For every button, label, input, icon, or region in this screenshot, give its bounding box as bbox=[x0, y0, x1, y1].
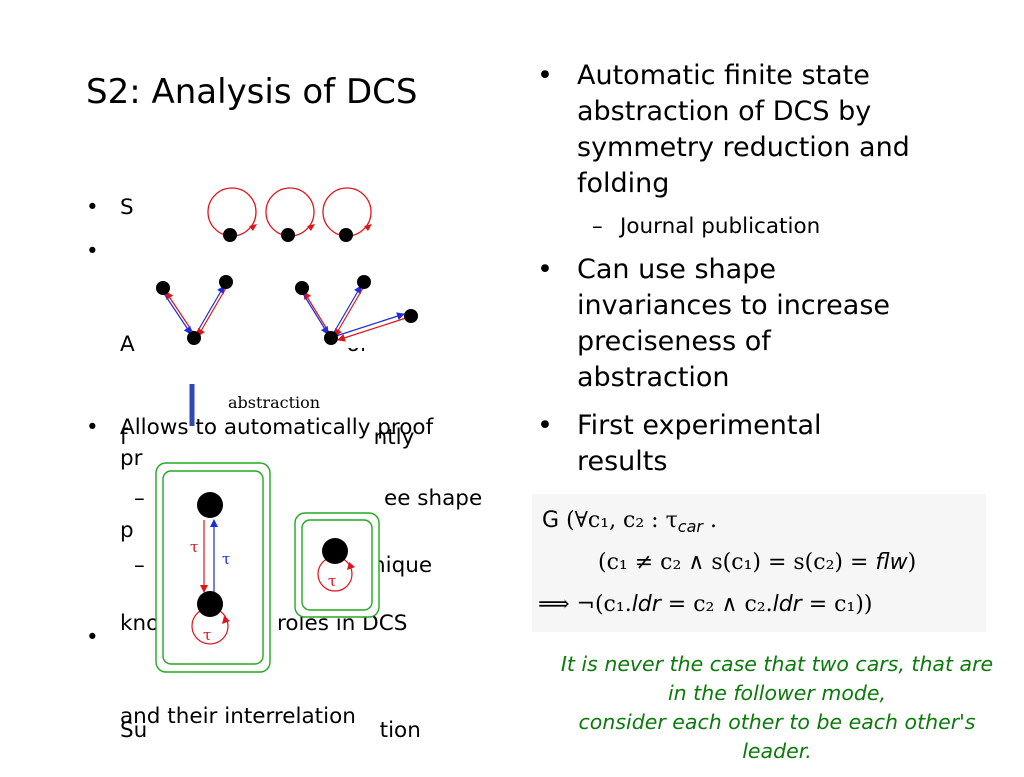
left-bullet-2-line: p bbox=[120, 518, 134, 543]
formula-ldr: ldr bbox=[631, 592, 661, 617]
tau-label: τ bbox=[203, 626, 211, 644]
right-bullet-2-line: invariances to increase bbox=[577, 290, 890, 321]
right-bullet-1-line: abstraction of DCS by bbox=[577, 96, 872, 127]
formula-line-1-text: (∀c₁, c₂ : τ bbox=[566, 508, 678, 533]
right-bullet-2-line: Can use shape bbox=[577, 254, 776, 285]
formula-line-2-text: (c₁ ≠ c₂ ∧ s(c₁) = s(c₂) = bbox=[598, 550, 876, 575]
tau-label: τ bbox=[222, 550, 230, 568]
car-node bbox=[156, 281, 170, 295]
car-node bbox=[281, 228, 295, 242]
left-sub-bullet-2-text: nique bbox=[372, 553, 433, 578]
caption-line: consider each other to be each other's bbox=[578, 710, 976, 734]
abstract-state-2: τ bbox=[294, 512, 380, 618]
formula-globally: G bbox=[542, 508, 560, 533]
formula-line-3b: = c₂ ∧ c₂. bbox=[660, 592, 773, 617]
leader-follower-shape-2 bbox=[292, 270, 422, 348]
formula-line-3c: = c₁)) bbox=[801, 592, 873, 617]
abstract-state-1: τ τ τ bbox=[155, 462, 271, 673]
car-node bbox=[322, 538, 348, 564]
car-node bbox=[197, 591, 223, 617]
bullet-dot: • bbox=[86, 625, 99, 650]
formula-line-3: ⟹ ¬(c₁.ldr = c₂ ∧ c₂.ldr = c₁)) bbox=[538, 592, 872, 617]
abstraction-label: abstraction bbox=[228, 393, 320, 412]
formula-line-1: G (∀c₁, c₂ : τcar . bbox=[542, 508, 717, 537]
car-node bbox=[187, 331, 201, 345]
formula-line-3a: ⟹ ¬(c₁. bbox=[538, 592, 632, 617]
formula-car: car bbox=[677, 517, 703, 537]
car-node bbox=[219, 275, 233, 289]
sub-bullet-dash: – bbox=[592, 214, 603, 239]
bullet-dot: • bbox=[537, 254, 553, 285]
formula-line-2: (c₁ ≠ c₂ ∧ s(c₁) = s(c₂) = flw) bbox=[598, 550, 916, 575]
bullet-dot: • bbox=[86, 415, 99, 440]
right-bullet-1-line: symmetry reduction and bbox=[577, 132, 910, 163]
car-node bbox=[339, 228, 353, 242]
caption-line: It is never the case that two cars, that… bbox=[560, 652, 994, 676]
left-bullet-4: • Su tion bbox=[86, 622, 421, 777]
right-bullet-3: • First experimental results bbox=[537, 408, 822, 480]
car-node bbox=[357, 275, 371, 289]
bullet-dot: • bbox=[537, 410, 553, 441]
left-bullet-3-line: pr bbox=[120, 446, 143, 471]
bullet-dot: • bbox=[86, 195, 99, 220]
formula-line-1-end: . bbox=[702, 508, 717, 533]
sub-bullet-dash: – bbox=[134, 553, 145, 578]
sub-bullet-dash: – bbox=[134, 486, 145, 511]
formula-flw: flw bbox=[875, 550, 908, 575]
bullet-dot: • bbox=[86, 239, 99, 264]
leader-follower-shape-1 bbox=[150, 270, 240, 348]
right-bullet-2-line: preciseness of bbox=[577, 326, 771, 357]
abstraction-arrow: abstraction bbox=[189, 384, 338, 426]
car-node bbox=[197, 492, 223, 518]
formula-line-2-end: ) bbox=[907, 550, 917, 575]
tau-label: τ bbox=[190, 538, 198, 556]
left-sub-bullet-1-text: ee shape bbox=[384, 486, 483, 511]
slide-title: S2: Analysis of DCS bbox=[86, 72, 418, 112]
right-bullet-2: • Can use shape invariances to increase … bbox=[537, 252, 890, 396]
formula-caption: It is never the case that two cars, that… bbox=[534, 650, 1020, 766]
right-bullet-1-line: folding bbox=[577, 168, 670, 199]
left-bullet-2-line: f ntly bbox=[120, 425, 415, 450]
right-sub-bullet-text: Journal publication bbox=[620, 214, 821, 239]
caption-line: leader. bbox=[742, 739, 812, 763]
tau-label: τ bbox=[328, 572, 336, 590]
bullet-dot: • bbox=[537, 60, 553, 91]
self-loop-nodes bbox=[204, 186, 374, 242]
left-bullet-3: • Allows to automatically proof pr bbox=[86, 412, 434, 474]
left-bullet-1: • S bbox=[86, 192, 134, 223]
right-bullet-1-line: Automatic finite state bbox=[577, 60, 870, 91]
right-bullet-2-line: abstraction bbox=[577, 362, 730, 393]
left-bullet-3-line: Allows to automatically proof bbox=[120, 415, 434, 440]
right-sub-bullet: – Journal publication bbox=[592, 212, 821, 242]
formula-box: G (∀c₁, c₂ : τcar . (c₁ ≠ c₂ ∧ s(c₁) = s… bbox=[532, 494, 986, 632]
right-bullet-1: • Automatic finite state abstraction of … bbox=[537, 58, 910, 202]
car-node bbox=[295, 281, 309, 295]
right-bullet-3-line: First experimental bbox=[577, 410, 822, 441]
car-node bbox=[223, 228, 237, 242]
right-bullet-3-line: results bbox=[577, 446, 668, 477]
car-node bbox=[404, 309, 418, 323]
left-bullet-2-line: and their interrelation bbox=[120, 704, 356, 729]
caption-line: in the follower mode, bbox=[667, 681, 887, 705]
left-bullet-1-line: S bbox=[120, 195, 134, 220]
left-bullet-4-line: Su tion bbox=[120, 718, 421, 743]
formula-ldr: ldr bbox=[772, 592, 802, 617]
car-node bbox=[324, 331, 338, 345]
